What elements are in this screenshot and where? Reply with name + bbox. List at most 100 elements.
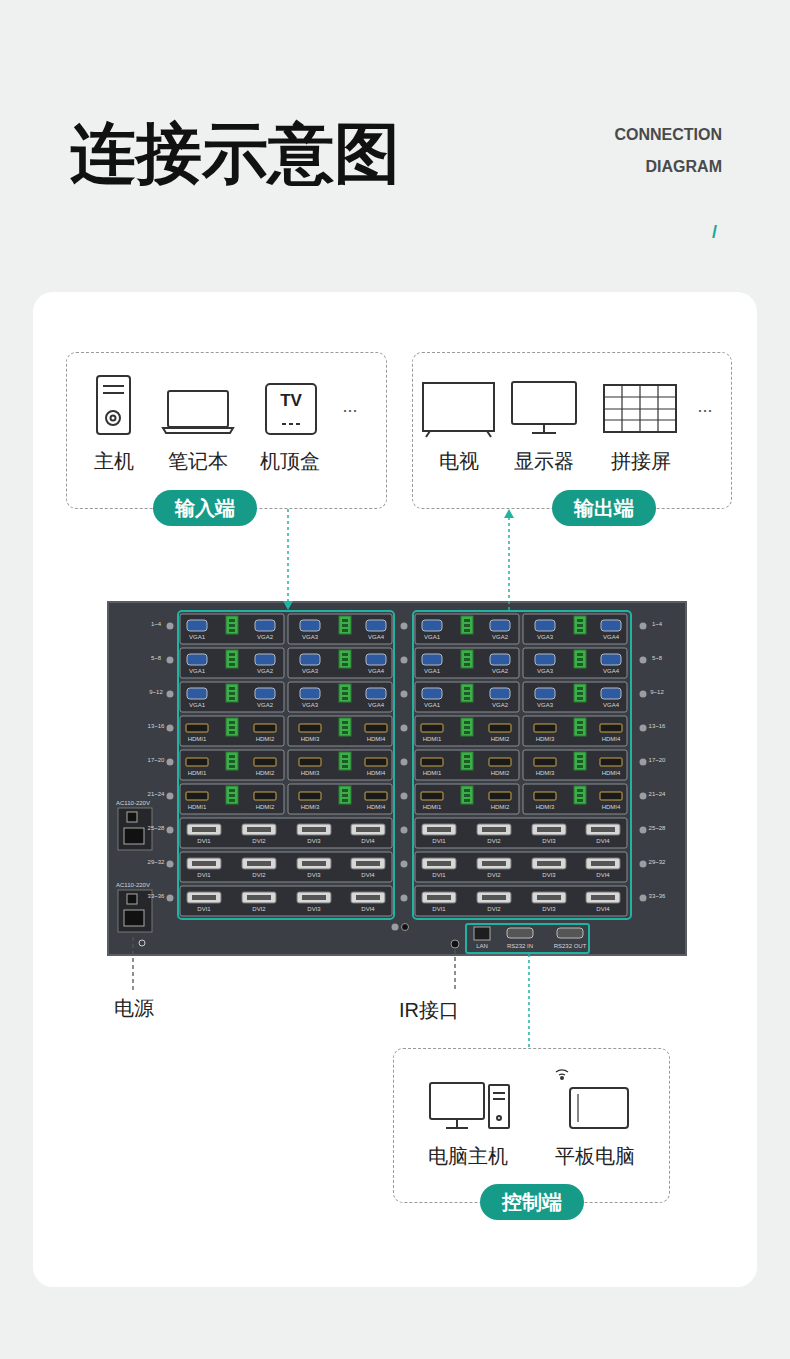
port-label: HDMI2 bbox=[485, 736, 515, 742]
dvi-port bbox=[477, 824, 511, 835]
computer-icon bbox=[456, 1119, 458, 1127]
port-label: HDMI1 bbox=[417, 770, 447, 776]
power-module bbox=[118, 890, 152, 932]
row-number: 25~28 bbox=[136, 825, 176, 831]
port-label: HDMI1 bbox=[182, 804, 212, 810]
audio-terminal bbox=[574, 718, 586, 736]
screw bbox=[167, 657, 174, 664]
audio-terminal bbox=[464, 760, 470, 763]
audio-terminal bbox=[229, 731, 235, 734]
audio-terminal bbox=[577, 619, 583, 622]
group-box: 输入端 bbox=[66, 352, 387, 509]
group-heading-pill: 输出端 bbox=[552, 490, 656, 526]
vga-port bbox=[300, 688, 320, 699]
audio-terminal bbox=[342, 653, 348, 656]
vga-port bbox=[187, 654, 207, 665]
io-card bbox=[415, 886, 627, 916]
audio-terminal bbox=[342, 789, 348, 792]
vga-port bbox=[366, 688, 386, 699]
connector-line bbox=[287, 509, 289, 610]
port-label: DVI3 bbox=[534, 838, 564, 844]
screw bbox=[401, 827, 408, 834]
audio-terminal bbox=[226, 786, 238, 804]
port-label: DVI1 bbox=[189, 872, 219, 878]
device-label: 电脑主机 bbox=[398, 1144, 538, 1168]
audio-terminal bbox=[229, 760, 235, 763]
port-label: VGA2 bbox=[485, 702, 515, 708]
screw bbox=[401, 657, 408, 664]
rs232-port bbox=[507, 928, 533, 938]
dvi-port bbox=[351, 824, 385, 835]
row-number: 9~12 bbox=[637, 689, 677, 695]
dvi-port bbox=[297, 892, 331, 903]
monitor-icon bbox=[543, 424, 545, 432]
icon-text: TV bbox=[221, 391, 361, 411]
audio-terminal bbox=[577, 794, 583, 797]
screw bbox=[402, 924, 409, 931]
dvi-port bbox=[422, 858, 456, 869]
audio-terminal bbox=[342, 697, 348, 700]
io-card bbox=[288, 784, 392, 814]
port-label: HDMI3 bbox=[295, 736, 325, 742]
row-number: 1~4 bbox=[637, 621, 677, 627]
vga-port bbox=[601, 688, 621, 699]
screw bbox=[640, 895, 647, 902]
audio-terminal bbox=[464, 765, 470, 768]
audio-terminal bbox=[229, 755, 235, 758]
hdmi-port bbox=[534, 758, 556, 766]
hdmi-port bbox=[421, 758, 443, 766]
port-label: VGA2 bbox=[250, 634, 280, 640]
ellipsis: ... bbox=[635, 396, 775, 418]
audio-terminal bbox=[229, 794, 235, 797]
screw bbox=[167, 725, 174, 732]
port-label: VGA4 bbox=[361, 668, 391, 674]
port-label: HDMI1 bbox=[417, 804, 447, 810]
dvi-port bbox=[297, 858, 331, 869]
tv-icon bbox=[426, 431, 430, 437]
row-number: 5~8 bbox=[136, 655, 176, 661]
vga-port bbox=[255, 620, 275, 631]
dvi-port bbox=[187, 824, 221, 835]
audio-terminal bbox=[577, 653, 583, 656]
vga-port bbox=[366, 654, 386, 665]
dvi-port bbox=[427, 827, 451, 832]
io-card bbox=[415, 852, 627, 882]
audio-terminal bbox=[342, 726, 348, 729]
audio-terminal bbox=[229, 799, 235, 802]
group-box: 输出端 bbox=[412, 352, 732, 509]
audio-terminal bbox=[577, 624, 583, 627]
port-label: VGA2 bbox=[485, 668, 515, 674]
dvi-port bbox=[356, 895, 380, 900]
screw bbox=[640, 725, 647, 732]
audio-terminal bbox=[464, 663, 470, 666]
dvi-port bbox=[482, 861, 506, 866]
computer-icon bbox=[493, 1098, 505, 1100]
row-number: 25~28 bbox=[637, 825, 677, 831]
port-label: LAN bbox=[462, 943, 502, 949]
tv-icon bbox=[487, 431, 491, 437]
io-card bbox=[180, 716, 284, 746]
audio-terminal bbox=[342, 692, 348, 695]
port-label: DVI4 bbox=[588, 872, 618, 878]
port-label: HDMI4 bbox=[596, 736, 626, 742]
dvi-port bbox=[482, 827, 506, 832]
audio-terminal bbox=[464, 653, 470, 656]
io-card bbox=[523, 750, 627, 780]
port-label: HDMI2 bbox=[250, 770, 280, 776]
group-box: 控制端 bbox=[393, 1048, 670, 1203]
audio-terminal bbox=[464, 789, 470, 792]
dvi-port bbox=[427, 895, 451, 900]
audio-terminal bbox=[342, 687, 348, 690]
tablet-icon bbox=[577, 1094, 578, 1122]
audio-terminal bbox=[464, 726, 470, 729]
power-switch bbox=[127, 894, 137, 904]
pc-icon bbox=[103, 385, 124, 387]
io-card bbox=[523, 648, 627, 678]
dvi-port bbox=[427, 861, 451, 866]
audio-terminal bbox=[577, 663, 583, 666]
dvi-port bbox=[356, 861, 380, 866]
audio-terminal bbox=[464, 692, 470, 695]
audio-terminal bbox=[342, 619, 348, 622]
audio-terminal bbox=[464, 624, 470, 627]
port-label: VGA3 bbox=[295, 634, 325, 640]
